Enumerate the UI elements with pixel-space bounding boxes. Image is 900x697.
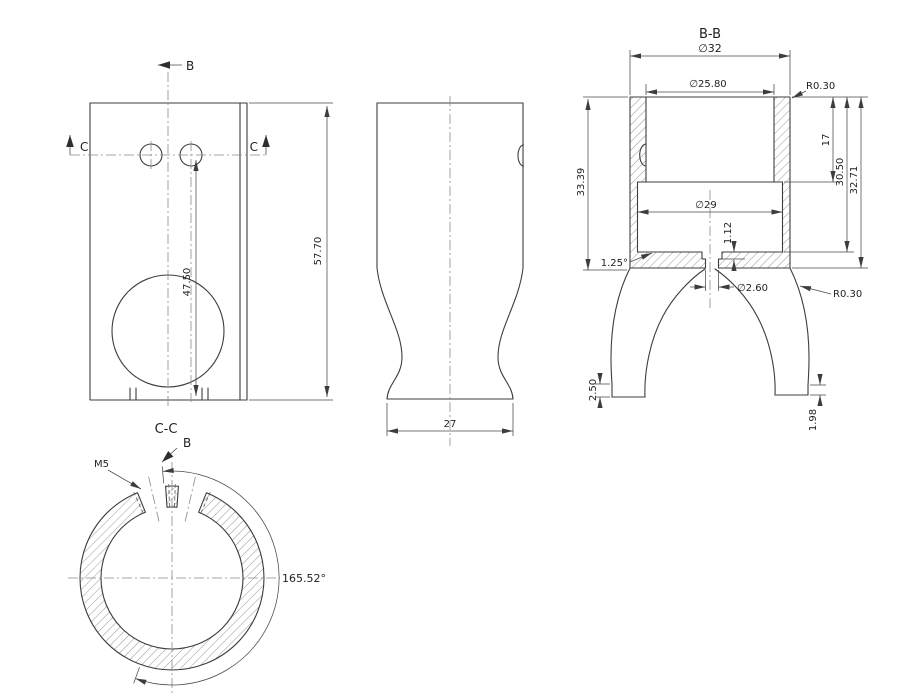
bb-section-outline	[629, 96, 791, 269]
front-view: B C C 57.70 47.50	[66, 59, 333, 408]
thread-callout-m5-label: M5	[94, 459, 109, 470]
dim-dia29-label: ∅29	[695, 200, 716, 211]
dim-angle-165-52-label: 165.52°	[282, 572, 326, 585]
dim-1-12-label: 1.12	[723, 222, 734, 244]
bb-extension-lines	[583, 50, 868, 398]
side-view: 27	[376, 96, 525, 446]
dim-2-50-label: 2.50	[588, 379, 599, 401]
dim-dia32-label: ∅32	[698, 42, 722, 55]
dim-17-label: 17	[821, 134, 832, 147]
section-bb-view: B-B ∅32 ∅25.80 R0.30 17 30.50 32.71 33.3…	[576, 27, 868, 431]
section-bb-title: B-B	[699, 27, 721, 42]
section-cc-title: C-C	[155, 422, 178, 437]
section-b-label: B	[186, 59, 194, 73]
dim-1-98-label: 1.98	[808, 409, 819, 431]
dim-27-label: 27	[444, 419, 457, 430]
dim-1-25deg-label: 1.25°	[601, 258, 628, 269]
dim-dia2-60-label: ∅2.60	[737, 283, 768, 294]
dim-32-71-label: 32.71	[849, 166, 860, 195]
dim-47-50-label: 47.50	[182, 268, 193, 297]
dim-r030-bottom-label: R0.30	[833, 289, 862, 300]
leader-1-25deg	[629, 252, 653, 263]
dim-dia25-80-label: ∅25.80	[689, 79, 726, 90]
side-view-hole-edge	[517, 144, 525, 167]
bb-left-wall-hatch	[630, 97, 706, 268]
cc-section-b-arrow	[161, 447, 178, 463]
section-cc-view: C-C B M5 165.52°	[68, 422, 326, 695]
bb-bell-outline	[610, 267, 810, 398]
front-view-extension-lines	[249, 102, 333, 401]
cc-hole-right-clear	[176, 481, 209, 518]
leader-r030-bottom	[799, 285, 832, 295]
front-view-outline	[89, 102, 248, 401]
section-c-left-label: C	[80, 140, 88, 154]
dim-30-50-label: 30.50	[835, 158, 846, 187]
dim-57-70-label: 57.70	[313, 237, 324, 266]
cc-angle-arc	[135, 467, 280, 686]
front-view-centerlines	[70, 72, 266, 408]
dim-r030-top-label: R0.30	[806, 81, 835, 92]
section-c-right-label: C	[250, 140, 258, 154]
dim-33-39-label: 33.39	[576, 168, 587, 197]
leader-m5	[107, 469, 142, 490]
cc-section-b-label: B	[183, 436, 191, 450]
cc-angle-extension-ticks	[133, 466, 165, 684]
bb-side-hole-edge	[639, 143, 647, 167]
leader-r030-top	[791, 90, 807, 99]
